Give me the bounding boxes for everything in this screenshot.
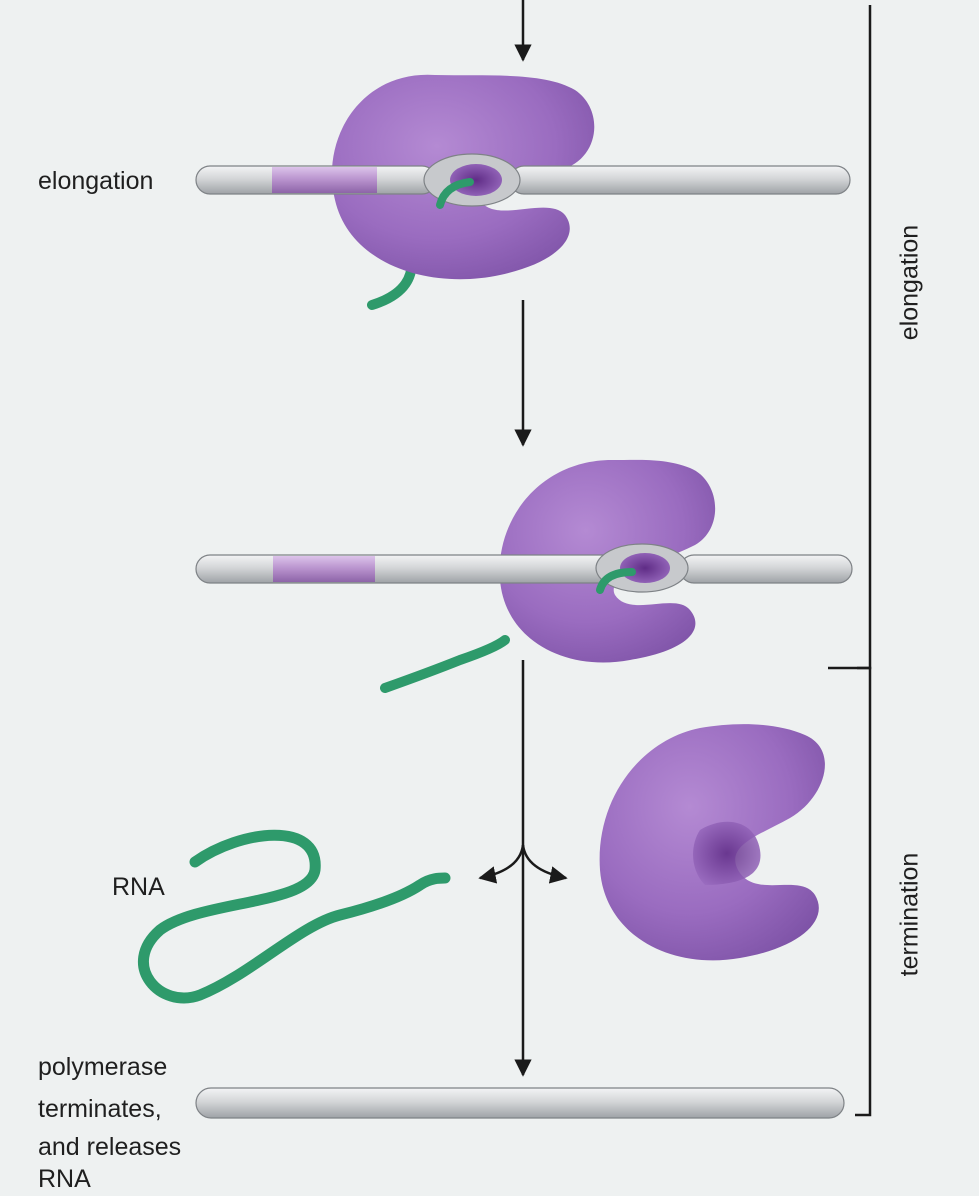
- elongation-step-label: elongation: [38, 164, 153, 198]
- polymerase-label-line-4: RNA: [38, 1162, 91, 1196]
- dna-right: [680, 555, 852, 583]
- polymerase-label-line-3: and releases: [38, 1130, 181, 1164]
- dna-left: [196, 555, 616, 583]
- bracket-label-termination: termination: [896, 805, 925, 1025]
- dna-transcribed-segment: [272, 167, 377, 193]
- bracket-label-elongation: elongation: [896, 173, 925, 393]
- dna-final: [196, 1088, 844, 1118]
- polymerase-label-line-1: polymerase: [38, 1050, 167, 1084]
- dna-transcribed-segment: [273, 556, 375, 582]
- polymerase-label-line-2: terminates,: [38, 1092, 162, 1126]
- rna-label: RNA: [112, 870, 165, 904]
- active-site: [620, 553, 670, 583]
- active-site: [450, 164, 502, 196]
- dna-right: [510, 166, 850, 194]
